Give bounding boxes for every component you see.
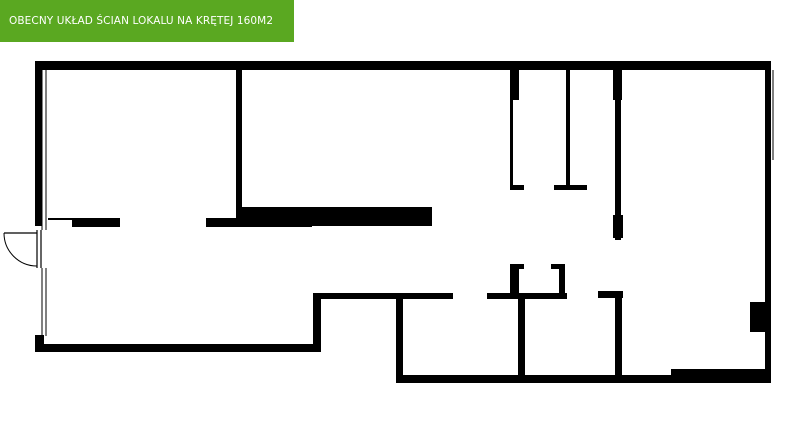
entrance-door [3,230,42,268]
wall-top [35,61,770,70]
wall-lower-horizontal [487,293,567,299]
wall-step-vertical [313,293,321,352]
wall-left-lower-post [35,335,44,352]
wall-lower-cubicle-right-top [551,264,565,269]
left-window [41,70,47,336]
wall-right-pillar [750,302,766,332]
wall-bottom-left [35,344,321,352]
title-banner: OBECNY UKŁAD ŚCIAN LOKALU NA KRĘTEJ 160M… [0,0,294,42]
wall-cubicle-mid-foot [554,185,587,190]
wall-stub-left [72,218,120,227]
interior-walls [48,70,771,383]
wall-cubicle-left-foot [510,185,524,190]
wall-cubicle-left-thin [510,70,513,190]
wall-cubicle-mid [566,70,570,190]
wall-front-room-divider [236,70,242,220]
wall-lower-cubicle-right [559,264,565,296]
wall-right [765,61,771,383]
wall-lower-divider [518,293,525,383]
wall-long-partition-thick [240,207,432,226]
wall-bottom-rear [396,375,771,383]
wall-lower-right-top [598,291,623,298]
wall-bottom-rear-left [396,293,403,383]
page-title: OBECNY UKŁAD ŚCIAN LOKALU NA KRĘTEJ 160M… [9,15,274,27]
wall-step-horizontal [313,293,453,299]
wall-cubicle-right-long [615,70,621,240]
wall-lower-right-divider [615,291,622,383]
outer-walls [35,61,771,383]
wall-thin-line [48,218,72,220]
wall-cubicle-left [510,70,519,100]
wall-left-upper [35,61,42,226]
wall-lower-cubicle-top [510,264,524,269]
wall-bottom-right-thick [671,369,771,383]
wall-cubicle-right-block [613,215,623,238]
wall-lower-cubicle-left [510,264,519,296]
